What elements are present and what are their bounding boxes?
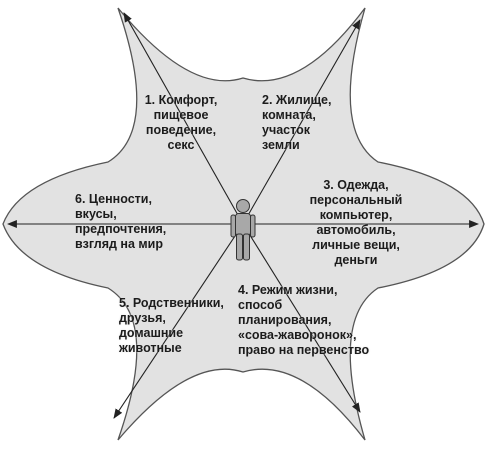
- arrow-1: [123, 12, 244, 225]
- arrow-4: [242, 223, 361, 413]
- label-2: 2. Жилище, комната, участок земли: [262, 93, 332, 152]
- arrow-2: [242, 19, 361, 225]
- person-icon: [230, 199, 256, 261]
- label-4: 4. Режим жизни, способ планирования, «со…: [238, 283, 370, 357]
- label-3: 3. Одежда, персональный компьютер, автом…: [309, 178, 403, 267]
- arrow-5: [113, 223, 244, 419]
- label-5: 5. Родственники, друзья, домашние животн…: [119, 296, 224, 355]
- label-1: 1. Комфорт, пищевое поведение, секс: [144, 93, 218, 152]
- label-6: 6. Ценности, вкусы, предпочтения, взгляд…: [75, 192, 167, 251]
